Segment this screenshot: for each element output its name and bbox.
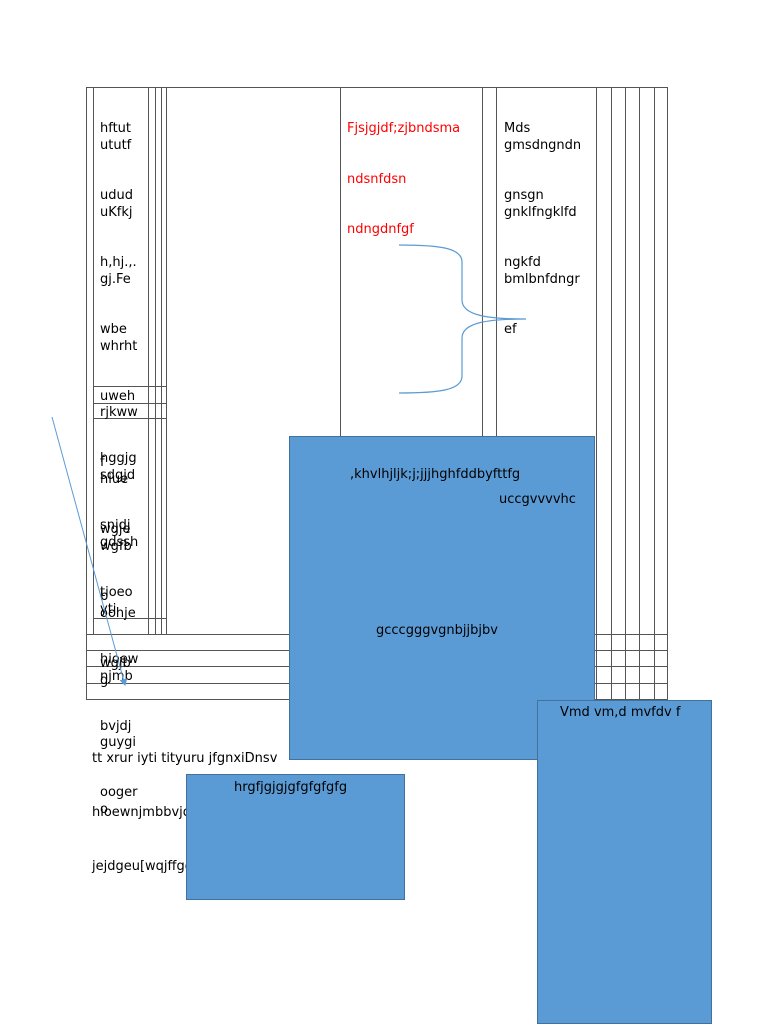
table-col-line xyxy=(625,87,626,699)
table-col-line xyxy=(93,87,94,634)
table-left-border xyxy=(86,87,87,699)
table-col-line xyxy=(654,87,655,699)
red-column-text: Fjsjgjdf;zjbndsma ndsnfdsn ndngdnfgf xyxy=(347,121,461,237)
table-row-line xyxy=(93,418,166,419)
tall-box-label: Vmd vm,d mvfdv f xyxy=(560,705,681,720)
table-col-line xyxy=(596,87,597,699)
small-box-label: hrgfjgjgjgfgfgfgfg xyxy=(234,780,348,795)
main-box-line-1: ,khvlhjljk;j;jjjhghfddbyfttfg xyxy=(350,467,521,482)
table-col-line xyxy=(155,87,156,634)
table-col-line xyxy=(161,87,162,634)
table-col-line xyxy=(340,87,341,436)
table-col-line xyxy=(496,87,497,436)
table-col-line xyxy=(482,87,483,436)
table-col-line xyxy=(611,87,612,699)
table-row-line xyxy=(93,403,166,404)
main-box-line-2: uccgvvvvhc xyxy=(499,492,576,507)
table-top-border xyxy=(86,87,668,88)
pointer-arrow xyxy=(51,416,128,686)
main-box-line-3: gcccgggvgnbjjbjbv xyxy=(376,623,498,638)
table-right-border xyxy=(667,87,668,699)
table-row-line xyxy=(93,618,166,619)
table-col-line xyxy=(148,87,149,634)
right-curly-brace xyxy=(398,244,527,394)
table-col-line xyxy=(639,87,640,699)
small-blue-box[interactable]: hrgfjgjgjgfgfgfgfg xyxy=(186,774,405,900)
table-row-line xyxy=(93,386,166,387)
tall-blue-box[interactable]: Vmd vm,d mvfdv f xyxy=(537,700,712,1024)
table-col-line xyxy=(166,87,167,634)
